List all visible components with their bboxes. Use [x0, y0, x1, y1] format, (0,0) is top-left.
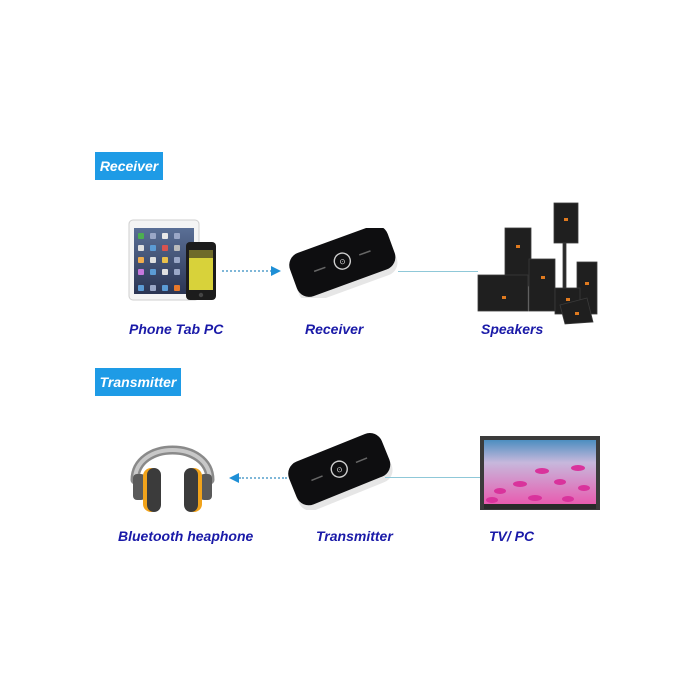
- bluetooth-adapter-icon: ʘ: [283, 225, 403, 303]
- svg-text:ʘ: ʘ: [336, 466, 344, 475]
- svg-text:ʘ: ʘ: [339, 258, 347, 267]
- arrow-left-icon: [229, 473, 239, 483]
- connector-dotted-line: [239, 477, 287, 479]
- speakers-caption: Speakers: [481, 321, 544, 337]
- receiver-section-tag: Receiver: [95, 152, 163, 180]
- arrow-right-icon: [271, 266, 281, 276]
- tv-monitor-icon: [480, 436, 600, 511]
- speakers-icon: [475, 200, 605, 325]
- receiver-caption: Receiver: [305, 321, 364, 337]
- tablet-phone-icon: [128, 218, 223, 303]
- connector-solid-line: [385, 477, 480, 478]
- transmitter-section-tag: Transmitter: [95, 368, 181, 396]
- connector-dotted-line: [222, 270, 272, 272]
- headphone-caption: Bluetooth heaphone: [118, 528, 254, 544]
- bluetooth-adapter-icon: ʘ: [280, 432, 400, 511]
- source-caption: Phone Tab PC: [129, 321, 224, 337]
- tv-pc-caption: TV/ PC: [489, 528, 535, 544]
- headphones-icon: [125, 428, 220, 516]
- transmitter-caption: Transmitter: [316, 528, 393, 544]
- connector-solid-line: [398, 271, 478, 272]
